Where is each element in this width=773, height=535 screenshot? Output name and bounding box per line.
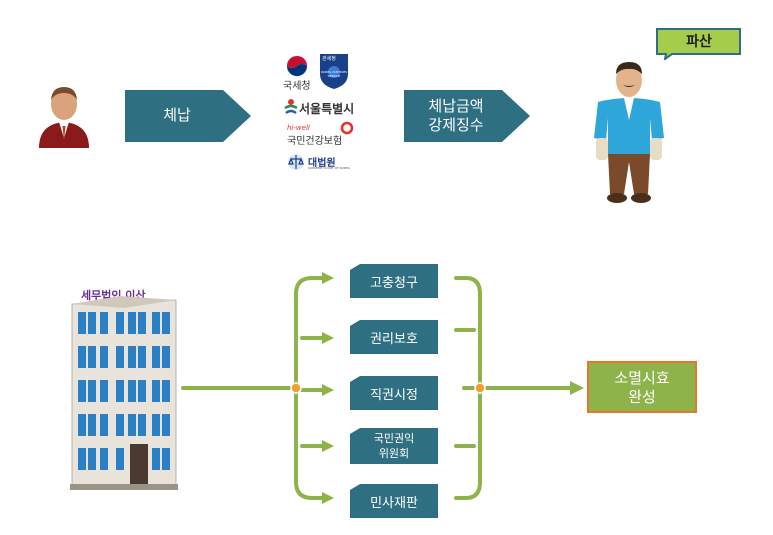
tab-corner-shape [350,320,438,354]
nts-logo-text: 국세청 [283,81,311,92]
court-logo-subtext: SUPREME COURT OF KOREA [308,166,350,170]
nhis-emblem-icon [340,121,354,135]
result-box: 소멸시효 완성 [587,361,697,413]
option-acrc-line1: 국민권익 [373,432,415,445]
arrears-label: 체납 [163,106,191,124]
tab-corner-shape [350,428,438,464]
court-logo-text: 대법원 [308,158,336,169]
option-grievance: 고충청구 [370,276,418,291]
speech-bubble-shape [656,28,741,60]
arrow-shape [125,90,251,142]
seoul-logo-text: 서울특별시 [299,102,355,116]
result-line1: 소멸시효 [614,369,670,387]
forced-collection-line1: 체납금액 [428,97,484,115]
nts-logo-icon [286,55,308,77]
seoul-logo-icon [284,99,298,114]
tab-corner-shape [350,264,438,298]
tab-corner-shape [350,484,438,518]
nhis-logo-text: 국민건강보험 [287,136,343,147]
customs-emblem-icon [320,54,348,89]
bankrupt-man-icon [594,62,664,203]
option-acrc: 국민권익 위원회 [350,431,438,461]
debtor-person-icon [39,87,89,148]
option-acrc-line2: 위원회 [378,447,410,460]
nhis-brand-text: hi-well [287,124,310,132]
bankruptcy-badge: 파산 [686,34,712,50]
option-ex-officio-correction: 직권시정 [370,388,418,403]
result-line2: 완성 [628,388,656,406]
customs-logo-text: 관세청 [322,56,336,62]
option-civil-trial: 민사재판 [370,496,418,511]
forced-collection-line2: 강제징수 [428,116,484,134]
forced-collection-label: 체납금액 강제징수 [404,97,508,135]
arrow-shape [404,90,530,142]
office-building-icon [70,296,178,490]
tab-corner-shape [350,376,438,410]
court-emblem-icon [288,154,304,170]
customs-logo-subtext: KOREA CUSTOMS SERVICE [320,70,348,78]
option-rights-protection: 권리보호 [370,332,418,347]
